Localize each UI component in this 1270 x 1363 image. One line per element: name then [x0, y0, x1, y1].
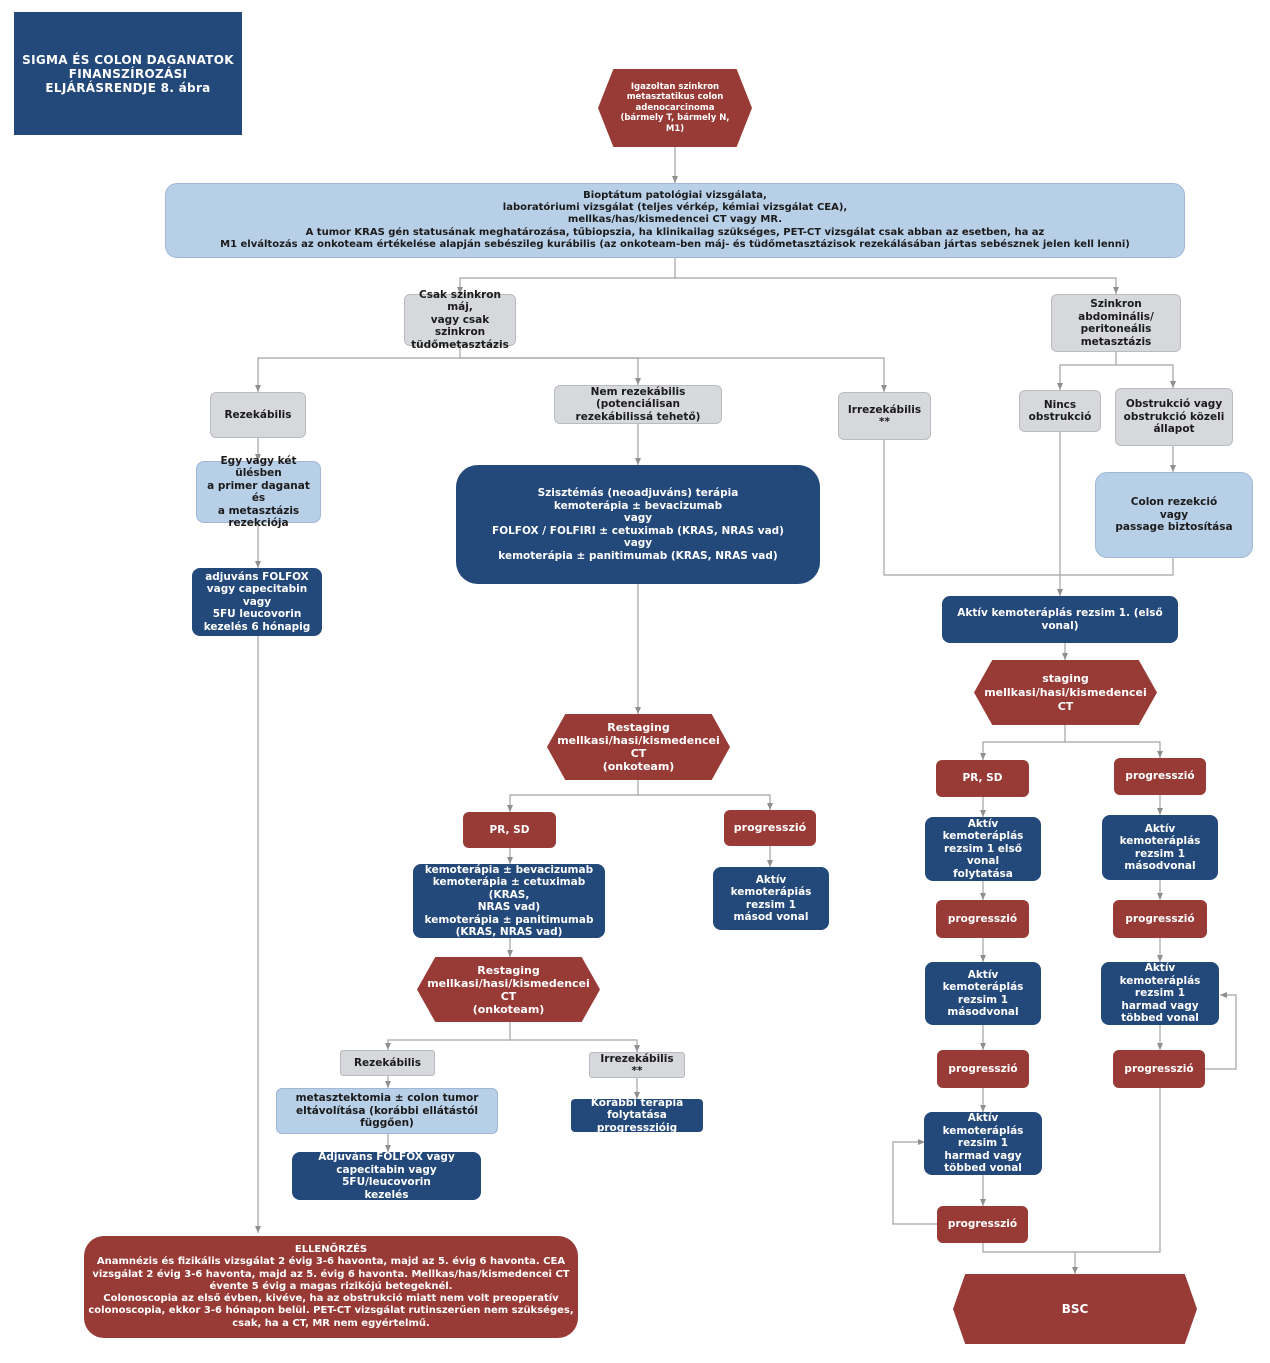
- resectable-node: Rezekábilis: [210, 392, 306, 438]
- second-line-mid-text: Aktív kemoterápiás rezsim 1 másod vonal: [730, 873, 812, 924]
- start-node-text: Igazoltan szinkron metasztatikus colon a…: [620, 81, 730, 134]
- second-line-mid-box: Aktív kemoterápiás rezsim 1 másod vonal: [713, 867, 829, 930]
- potentially-resectable-node: Nem rezekábilis (potenciálisan rezekábil…: [554, 385, 722, 424]
- progression-r3-text: progresszió: [948, 1062, 1018, 1075]
- metastasectomy-text: metasztektomia ± colon tumor eltávolítás…: [295, 1092, 479, 1130]
- progression-r1-text: progresszió: [947, 912, 1018, 925]
- staging-text: staging mellkasi/hasi/kismedencei CT: [984, 671, 1147, 713]
- followup-text: ELLENŐRZÉS Anamnézis és fizikális vizsgá…: [88, 1243, 574, 1329]
- pr-sd-right-text: PR, SD: [962, 772, 1003, 785]
- staging-node: staging mellkasi/hasi/kismedencei CT: [974, 660, 1157, 725]
- resectable-2-text: Rezekábilis: [353, 1056, 422, 1069]
- colon-resection-box: Colon rezekció vagy passage biztosítása: [1095, 472, 1253, 558]
- chemo-combinations-text: kemoterápia ± bevacizumab kemoterápia ± …: [424, 863, 594, 939]
- progression-node-r5: progresszió: [937, 1206, 1028, 1243]
- resectable-text: Rezekábilis: [224, 408, 292, 421]
- third-line-right-text: Aktív kemoteráplás rezsim 1 harmad vagy …: [1119, 962, 1201, 1025]
- workup-text: Bioptátum patológiai vizsgálata, laborat…: [220, 189, 1130, 250]
- continue-first-line-text: Aktív kemoteráplás rezsim 1 első vonal f…: [942, 817, 1024, 880]
- primary-and-metastasis-resection-text: Egy vagy két ülésben a primer daganat és…: [207, 454, 310, 530]
- start-node: Igazoltan szinkron metasztatikus colon a…: [598, 69, 752, 147]
- continue-first-line-box: Aktív kemoteráplás rezsim 1 első vonal f…: [925, 817, 1041, 881]
- obstruction-node: Obstrukció vagy obstrukció közeli állapo…: [1115, 388, 1233, 446]
- systemic-therapy-box: Szisztémás (neoadjuváns) terápia kemoter…: [456, 465, 820, 584]
- followup-box: ELLENŐRZÉS Anamnézis és fizikális vizsgá…: [84, 1236, 578, 1338]
- abdominal-branch-text: Szinkron abdominális/ peritoneális metas…: [1078, 298, 1154, 348]
- progression-mid-text: progresszió: [733, 820, 807, 834]
- bsc-text: BSC: [1061, 1301, 1089, 1316]
- pr-sd-mid-text: PR, SD: [489, 823, 530, 836]
- progression-r5-text: progresszió: [947, 1218, 1018, 1231]
- progression-node-r1: progresszió: [936, 900, 1029, 938]
- primary-and-metastasis-resection: Egy vagy két ülésben a primer daganat és…: [196, 455, 321, 529]
- no-obstruction-text: Nincs obstrukció: [1028, 398, 1092, 424]
- potentially-resectable-text: Nem rezekábilis (potenciálisan rezekábil…: [575, 385, 701, 423]
- irresectable-node: Irrezekábilis **: [838, 392, 931, 440]
- third-line-right-box: Aktív kemoteráplás rezsim 1 harmad vagy …: [1101, 962, 1219, 1025]
- second-line-right-box: Aktív kemoteráplás rezsim 1 másodvonal: [1102, 815, 1218, 880]
- bsc-node: BSC: [953, 1274, 1197, 1344]
- irresectable-2-text: Irrezekábilis **: [600, 1052, 674, 1078]
- no-obstruction-node: Nincs obstrukció: [1019, 390, 1101, 432]
- progression-mid-node: progresszió: [724, 810, 816, 846]
- second-line-left-col-text: Aktív kemoteráplás rezsim 1 másodvonal: [942, 968, 1024, 1019]
- progression-right-top-text: progresszió: [1125, 770, 1195, 783]
- adjuvant-folfox-2-text: Adjuváns FOLFOX vagy capecitabin vagy 5F…: [318, 1151, 455, 1201]
- pr-sd-mid-node: PR, SD: [463, 812, 556, 848]
- metastasectomy-box: metasztektomia ± colon tumor eltávolítás…: [276, 1088, 498, 1134]
- progression-right-top-node: progresszió: [1114, 758, 1206, 795]
- restaging-2-text: Restaging mellkasi/hasi/kismedencei CT (…: [427, 963, 590, 1016]
- colon-resection-text: Colon rezekció vagy passage biztosítása: [1115, 496, 1233, 534]
- adjuvant-folfox-text: adjuváns FOLFOX vagy capecitabin vagy 5F…: [203, 570, 311, 633]
- chemo-combinations-box: kemoterápia ± bevacizumab kemoterápia ± …: [413, 864, 605, 938]
- obstruction-text: Obstrukció vagy obstrukció közeli állapo…: [1123, 398, 1225, 436]
- prior-therapy-box: Korábbi terápia folytatása progresszióig: [571, 1096, 703, 1134]
- irresectable-node-2: Irrezekábilis **: [589, 1052, 685, 1078]
- resectable-node-2: Rezekábilis: [340, 1050, 435, 1076]
- third-line-left-col-box: Aktív kemoteráplás rezsim 1 harmad vagy …: [924, 1112, 1042, 1175]
- adjuvant-folfox-box: adjuváns FOLFOX vagy capecitabin vagy 5F…: [192, 568, 322, 636]
- page-title-text: SIGMA ÉS COLON DAGANATOK FINANSZÍROZÁSI …: [22, 52, 234, 95]
- progression-node-r3: progresszió: [937, 1050, 1029, 1088]
- systemic-therapy-text: Szisztémás (neoadjuváns) terápia kemoter…: [492, 487, 784, 562]
- workup-box: Bioptátum patológiai vizsgálata, laborat…: [165, 183, 1185, 258]
- page-title: SIGMA ÉS COLON DAGANATOK FINANSZÍROZÁSI …: [14, 12, 242, 135]
- progression-node-r4: progresszió: [1113, 1050, 1205, 1088]
- restaging-1-text: Restaging mellkasi/hasi/kismedencei CT (…: [557, 721, 720, 773]
- restaging-node-2: Restaging mellkasi/hasi/kismedencei CT (…: [417, 957, 600, 1022]
- first-line-chemo-box: Aktív kemoteráplás rezsim 1. (első vonal…: [942, 596, 1178, 643]
- irresectable-text: Irrezekábilis **: [847, 403, 922, 429]
- abdominal-branch: Szinkron abdominális/ peritoneális metas…: [1051, 294, 1181, 352]
- adjuvant-folfox-2-box: Adjuváns FOLFOX vagy capecitabin vagy 5F…: [292, 1151, 481, 1201]
- liver-lung-branch-text: Csak szinkron máj, vagy csak szinkron tü…: [411, 288, 509, 351]
- first-line-chemo-text: Aktív kemoteráplás rezsim 1. (első vonal…: [957, 607, 1163, 632]
- progression-r4-text: progresszió: [1124, 1062, 1194, 1075]
- second-line-right-text: Aktív kemoteráplás rezsim 1 másodvonal: [1119, 822, 1201, 873]
- third-line-left-col-text: Aktív kemoteráplás rezsim 1 harmad vagy …: [942, 1112, 1024, 1175]
- liver-lung-branch: Csak szinkron máj, vagy csak szinkron tü…: [404, 289, 516, 351]
- restaging-node-1: Restaging mellkasi/hasi/kismedencei CT (…: [547, 714, 730, 780]
- progression-node-r2: progresszió: [1113, 900, 1207, 938]
- prior-therapy-text: Korábbi terápia folytatása progresszióig: [590, 1096, 684, 1134]
- second-line-left-col-box: Aktív kemoteráplás rezsim 1 másodvonal: [925, 962, 1041, 1025]
- progression-r2-text: progresszió: [1125, 912, 1195, 925]
- pr-sd-right-node: PR, SD: [936, 760, 1029, 797]
